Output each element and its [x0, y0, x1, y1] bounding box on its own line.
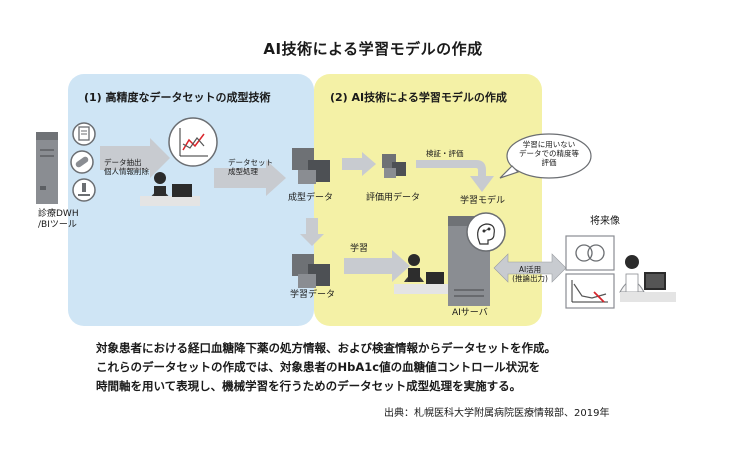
arrow-down-learn — [300, 218, 324, 246]
diagram-title: AI技術による学習モデルの作成 — [263, 40, 483, 58]
callout-text: 学習に用いない データでの精度等 評価 — [519, 140, 579, 167]
brain-model-icon — [466, 212, 506, 252]
panel-right-title: (2) AI技術による学習モデルの作成 — [330, 91, 507, 104]
arrow-verify — [416, 160, 494, 192]
arrow-extract — [100, 138, 170, 178]
dwh-server-icon — [36, 132, 58, 204]
doctor-person-icon — [619, 255, 676, 302]
ai-use-label: AI活用 (推論出力) — [512, 265, 548, 283]
analyst-person-icon — [140, 172, 200, 206]
arrow-dataset-process — [214, 160, 286, 196]
future-venn-card-icon — [565, 235, 615, 271]
chart-bubble-icon — [168, 117, 218, 167]
eval-data-icon — [382, 154, 406, 178]
formed-data-label: 成型データ — [288, 193, 334, 203]
future-label: 将来像 — [590, 216, 620, 227]
callout-bubble — [499, 133, 592, 179]
arrow-to-eval — [342, 152, 376, 176]
dataset-process-label: データセット 成型処理 — [228, 158, 273, 176]
source-system-label: 診療DWH /BIツール — [38, 209, 79, 230]
model-label: 学習モデル — [460, 196, 506, 206]
document-icon — [72, 122, 96, 146]
pill-icon — [70, 150, 94, 174]
ai-server-label: AIサーバ — [452, 308, 488, 318]
engineer-person-icon — [394, 254, 452, 294]
verify-label: 検証・評価 — [426, 149, 464, 158]
eval-data-label: 評価用データ — [366, 193, 421, 203]
description-line-2: これらのデータセットの作成では、対象患者のHbA1c値の血糖値コントロール状況を — [96, 360, 541, 374]
formed-data-icon — [292, 148, 330, 184]
description-line-3: 時間軸を用いて表現し、機械学習を行うためのデータセット成型処理を実施する。 — [96, 379, 522, 393]
learn-data-label: 学習データ — [290, 290, 336, 300]
source-citation: 出典：札幌医科大学附属病院医療情報部、2019年 — [384, 408, 610, 419]
learn-data-icon — [292, 254, 330, 288]
learn-label: 学習 — [350, 244, 369, 254]
description-line-1: 対象患者における経口血糖降下薬の処方情報、および検査情報からデータセットを作成。 — [96, 341, 556, 355]
microscope-icon — [72, 178, 96, 202]
extract-label: データ抽出 個人情報削除 — [104, 158, 149, 176]
panel-left-title: (1) 高精度なデータセットの成型技術 — [84, 91, 271, 104]
future-graph-card-icon — [565, 273, 615, 309]
arrow-learn — [344, 250, 410, 282]
